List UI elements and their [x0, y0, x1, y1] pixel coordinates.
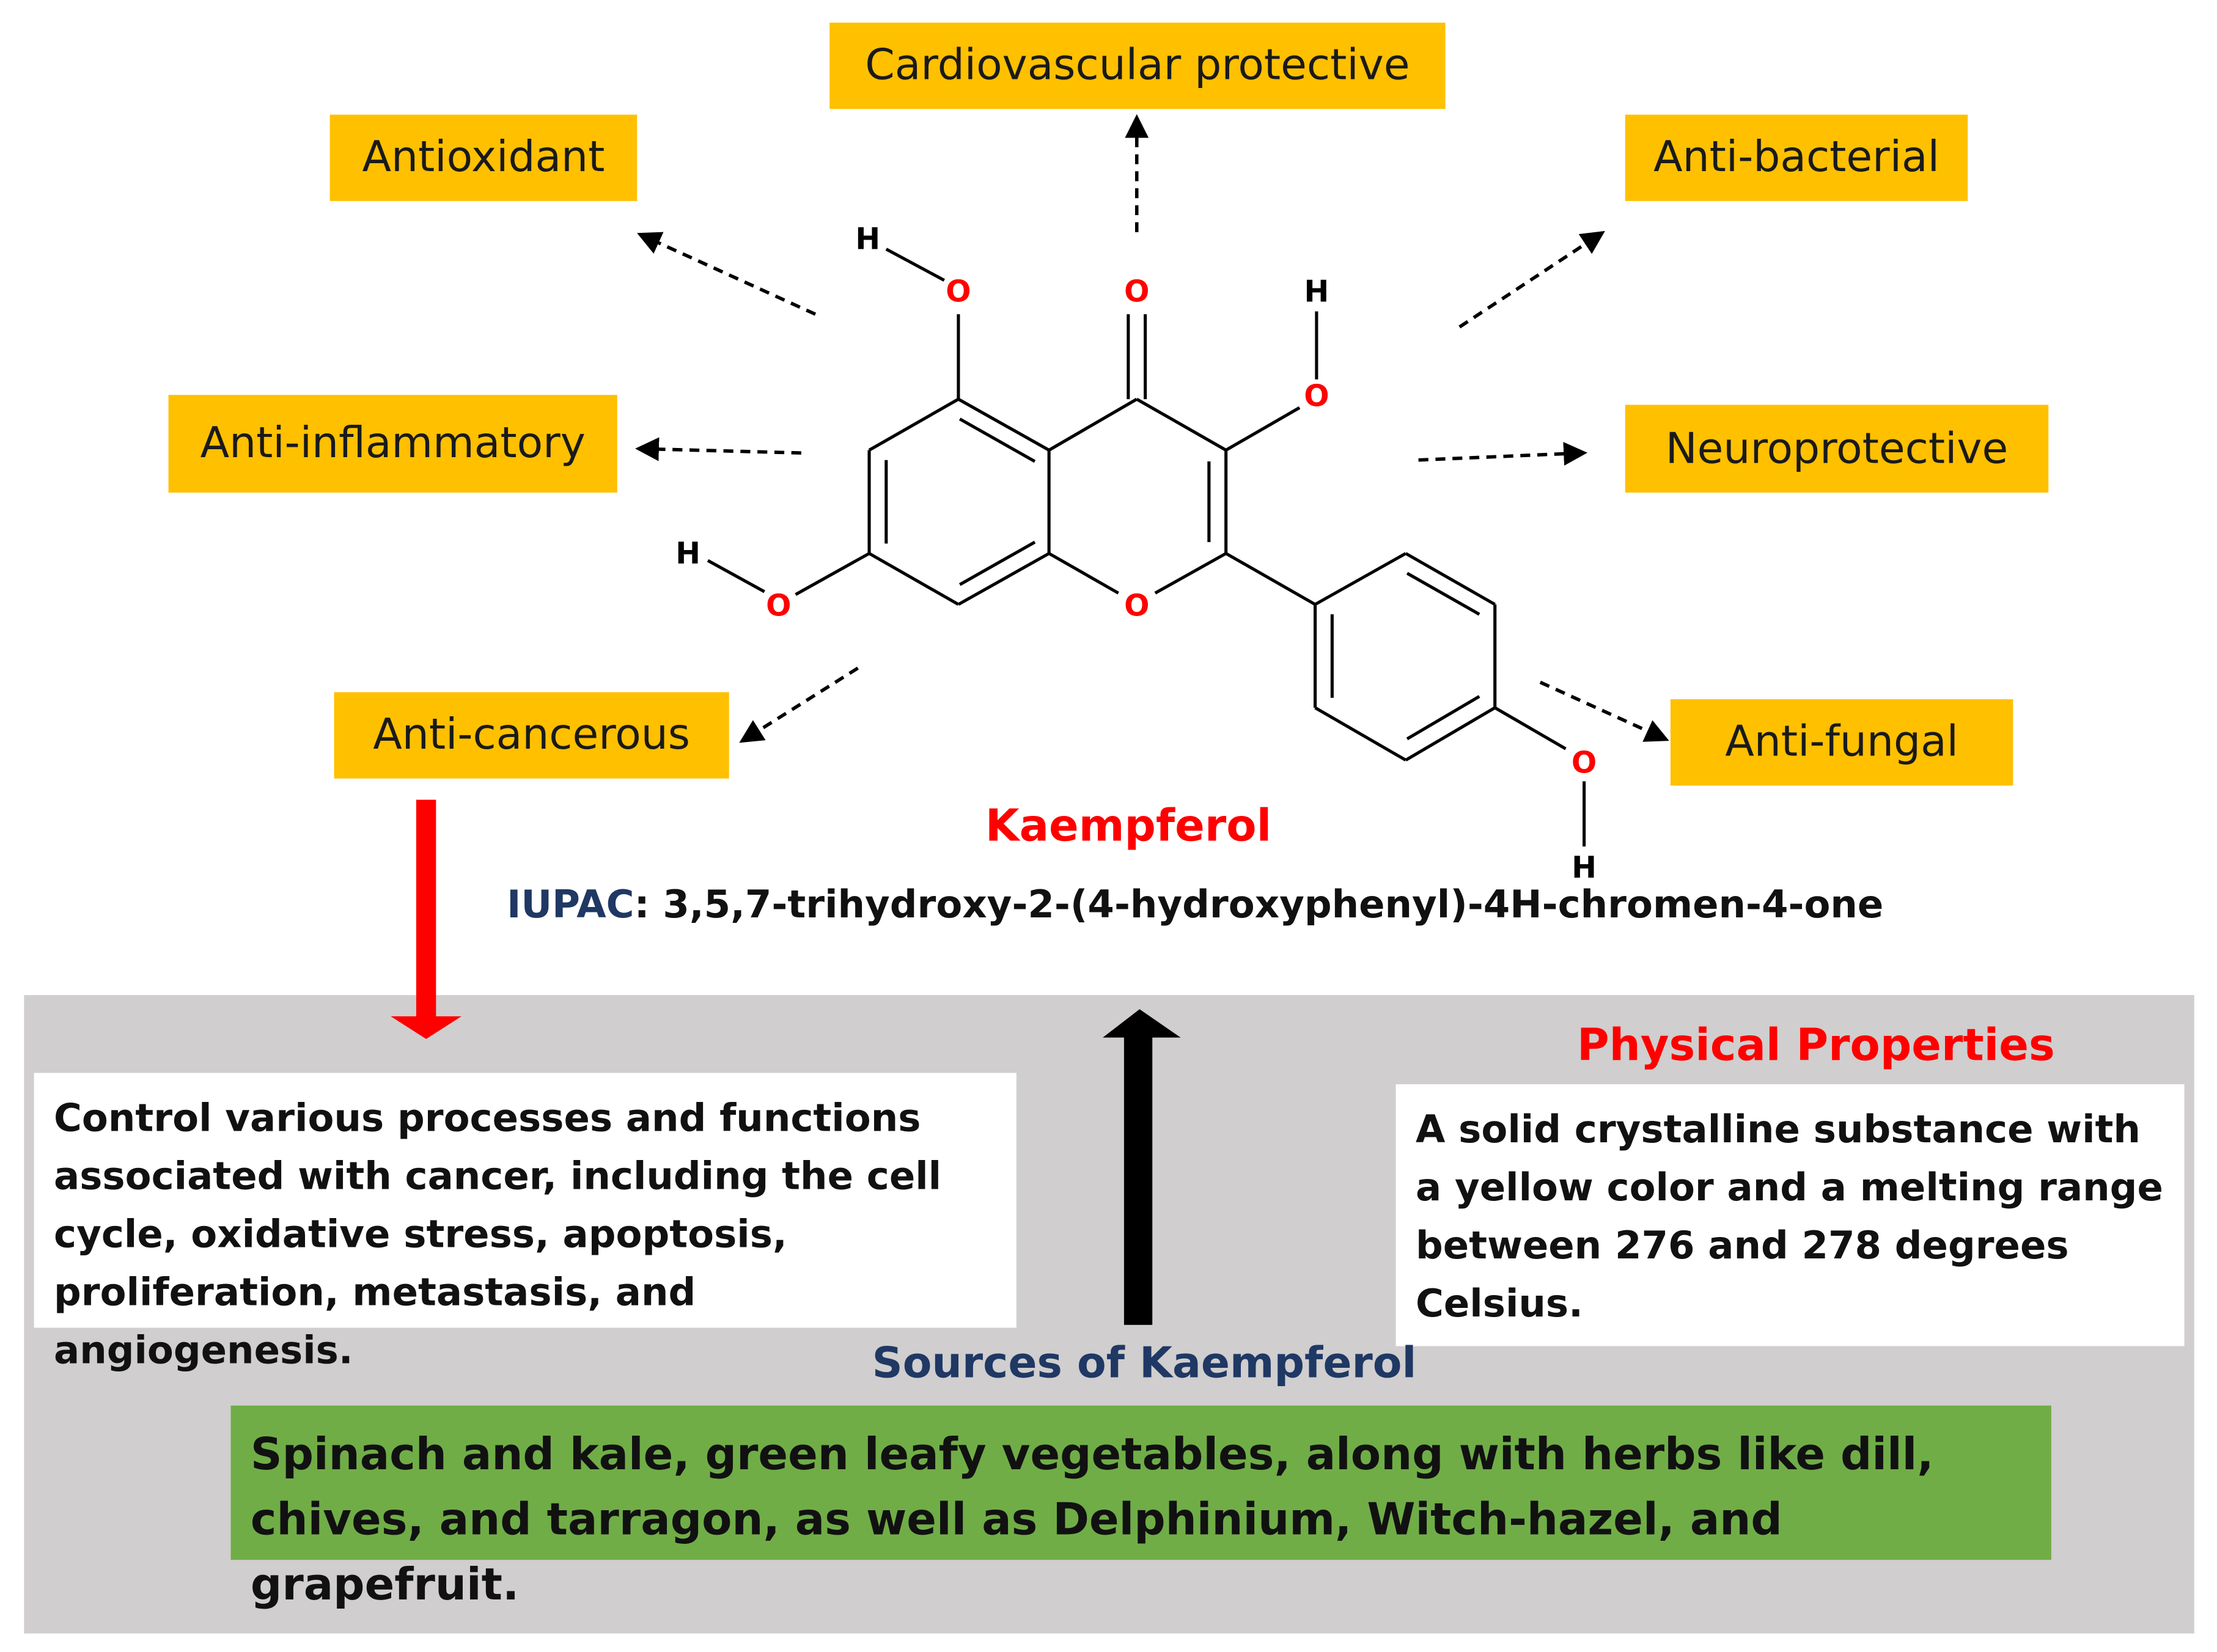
activity-anticancerous-label: Anti-cancerous — [373, 710, 691, 760]
sources-title: Sources of Kaempferol — [872, 1338, 1417, 1389]
activity-antiinflammatory-label: Anti-inflammatory — [200, 419, 586, 469]
physical-properties-box: A solid crystalline substance with a yel… — [1395, 1084, 2185, 1346]
black-arrow-up — [1103, 1009, 1181, 1325]
physical-properties-text: A solid crystalline substance with a yel… — [1416, 1108, 2163, 1327]
compound-name: Kaempferol — [985, 801, 1272, 853]
ring-oxygen: O — [1124, 589, 1149, 623]
sources-text: Spinach and kale, green leafy vegetables… — [250, 1430, 1934, 1611]
oxygen-3: O — [1304, 380, 1329, 414]
hydrogen-7: H — [675, 537, 700, 571]
activity-antioxidant-label: Antioxidant — [362, 133, 605, 183]
carbonyl-oxygen: O — [1124, 274, 1149, 309]
oxygen-4prime: O — [1572, 746, 1597, 780]
cancer-description-box: Control various processes and functions … — [34, 1073, 1017, 1373]
iupac-value: : 3,5,7-trihydroxy-2-(4-hydroxyphenyl)-4… — [634, 883, 1884, 927]
ring-a — [867, 397, 1051, 606]
activity-antibacterial: Anti-bacterial — [1625, 114, 1968, 201]
activity-antifungal: Anti-fungal — [1670, 699, 2013, 786]
ring-b — [1225, 552, 1497, 762]
arrow-to-antiinflammatory — [635, 437, 801, 461]
hydrogen-5: H — [855, 222, 880, 257]
oxygen-5: O — [946, 274, 971, 309]
activity-cardiovascular-label: Cardiovascular protective — [865, 41, 1410, 91]
oxygen-7: O — [766, 589, 791, 623]
activity-antioxidant: Antioxidant — [329, 114, 638, 201]
physical-properties-title: Physical Properties — [1577, 1020, 2055, 1072]
hydrogen-3: H — [1304, 274, 1329, 309]
activity-anticancerous: Anti-cancerous — [334, 692, 729, 779]
activity-antifungal-label: Anti-fungal — [1725, 718, 1958, 768]
ring-c — [1048, 397, 1228, 595]
activity-neuroprotective-label: Neuroprotective — [1665, 424, 2009, 474]
activity-antiinflammatory: Anti-inflammatory — [168, 395, 617, 493]
activity-neuroprotective: Neuroprotective — [1625, 405, 2049, 493]
arrow-to-antibacterial — [1458, 230, 1605, 329]
sources-box: Spinach and kale, green leafy vegetables… — [230, 1405, 2051, 1611]
iupac-key: IUPAC — [507, 883, 634, 927]
arrow-to-neuroprotective — [1418, 442, 1588, 466]
iupac-name: IUPAC: 3,5,7-trihydroxy-2-(4-hydroxyphen… — [507, 883, 1883, 927]
activity-cardiovascular: Cardiovascular protective — [829, 23, 1446, 109]
cancer-description-text: Control various processes and functions … — [54, 1096, 942, 1373]
red-arrow-down — [391, 799, 462, 1039]
arrow-to-antifungal — [1539, 680, 1669, 742]
hydrogen-4prime: H — [1572, 851, 1597, 885]
arrow-to-antioxidant — [637, 232, 817, 316]
arrow-to-anticancerous — [739, 666, 859, 743]
activity-antibacterial-label: Anti-bacterial — [1653, 133, 1939, 183]
